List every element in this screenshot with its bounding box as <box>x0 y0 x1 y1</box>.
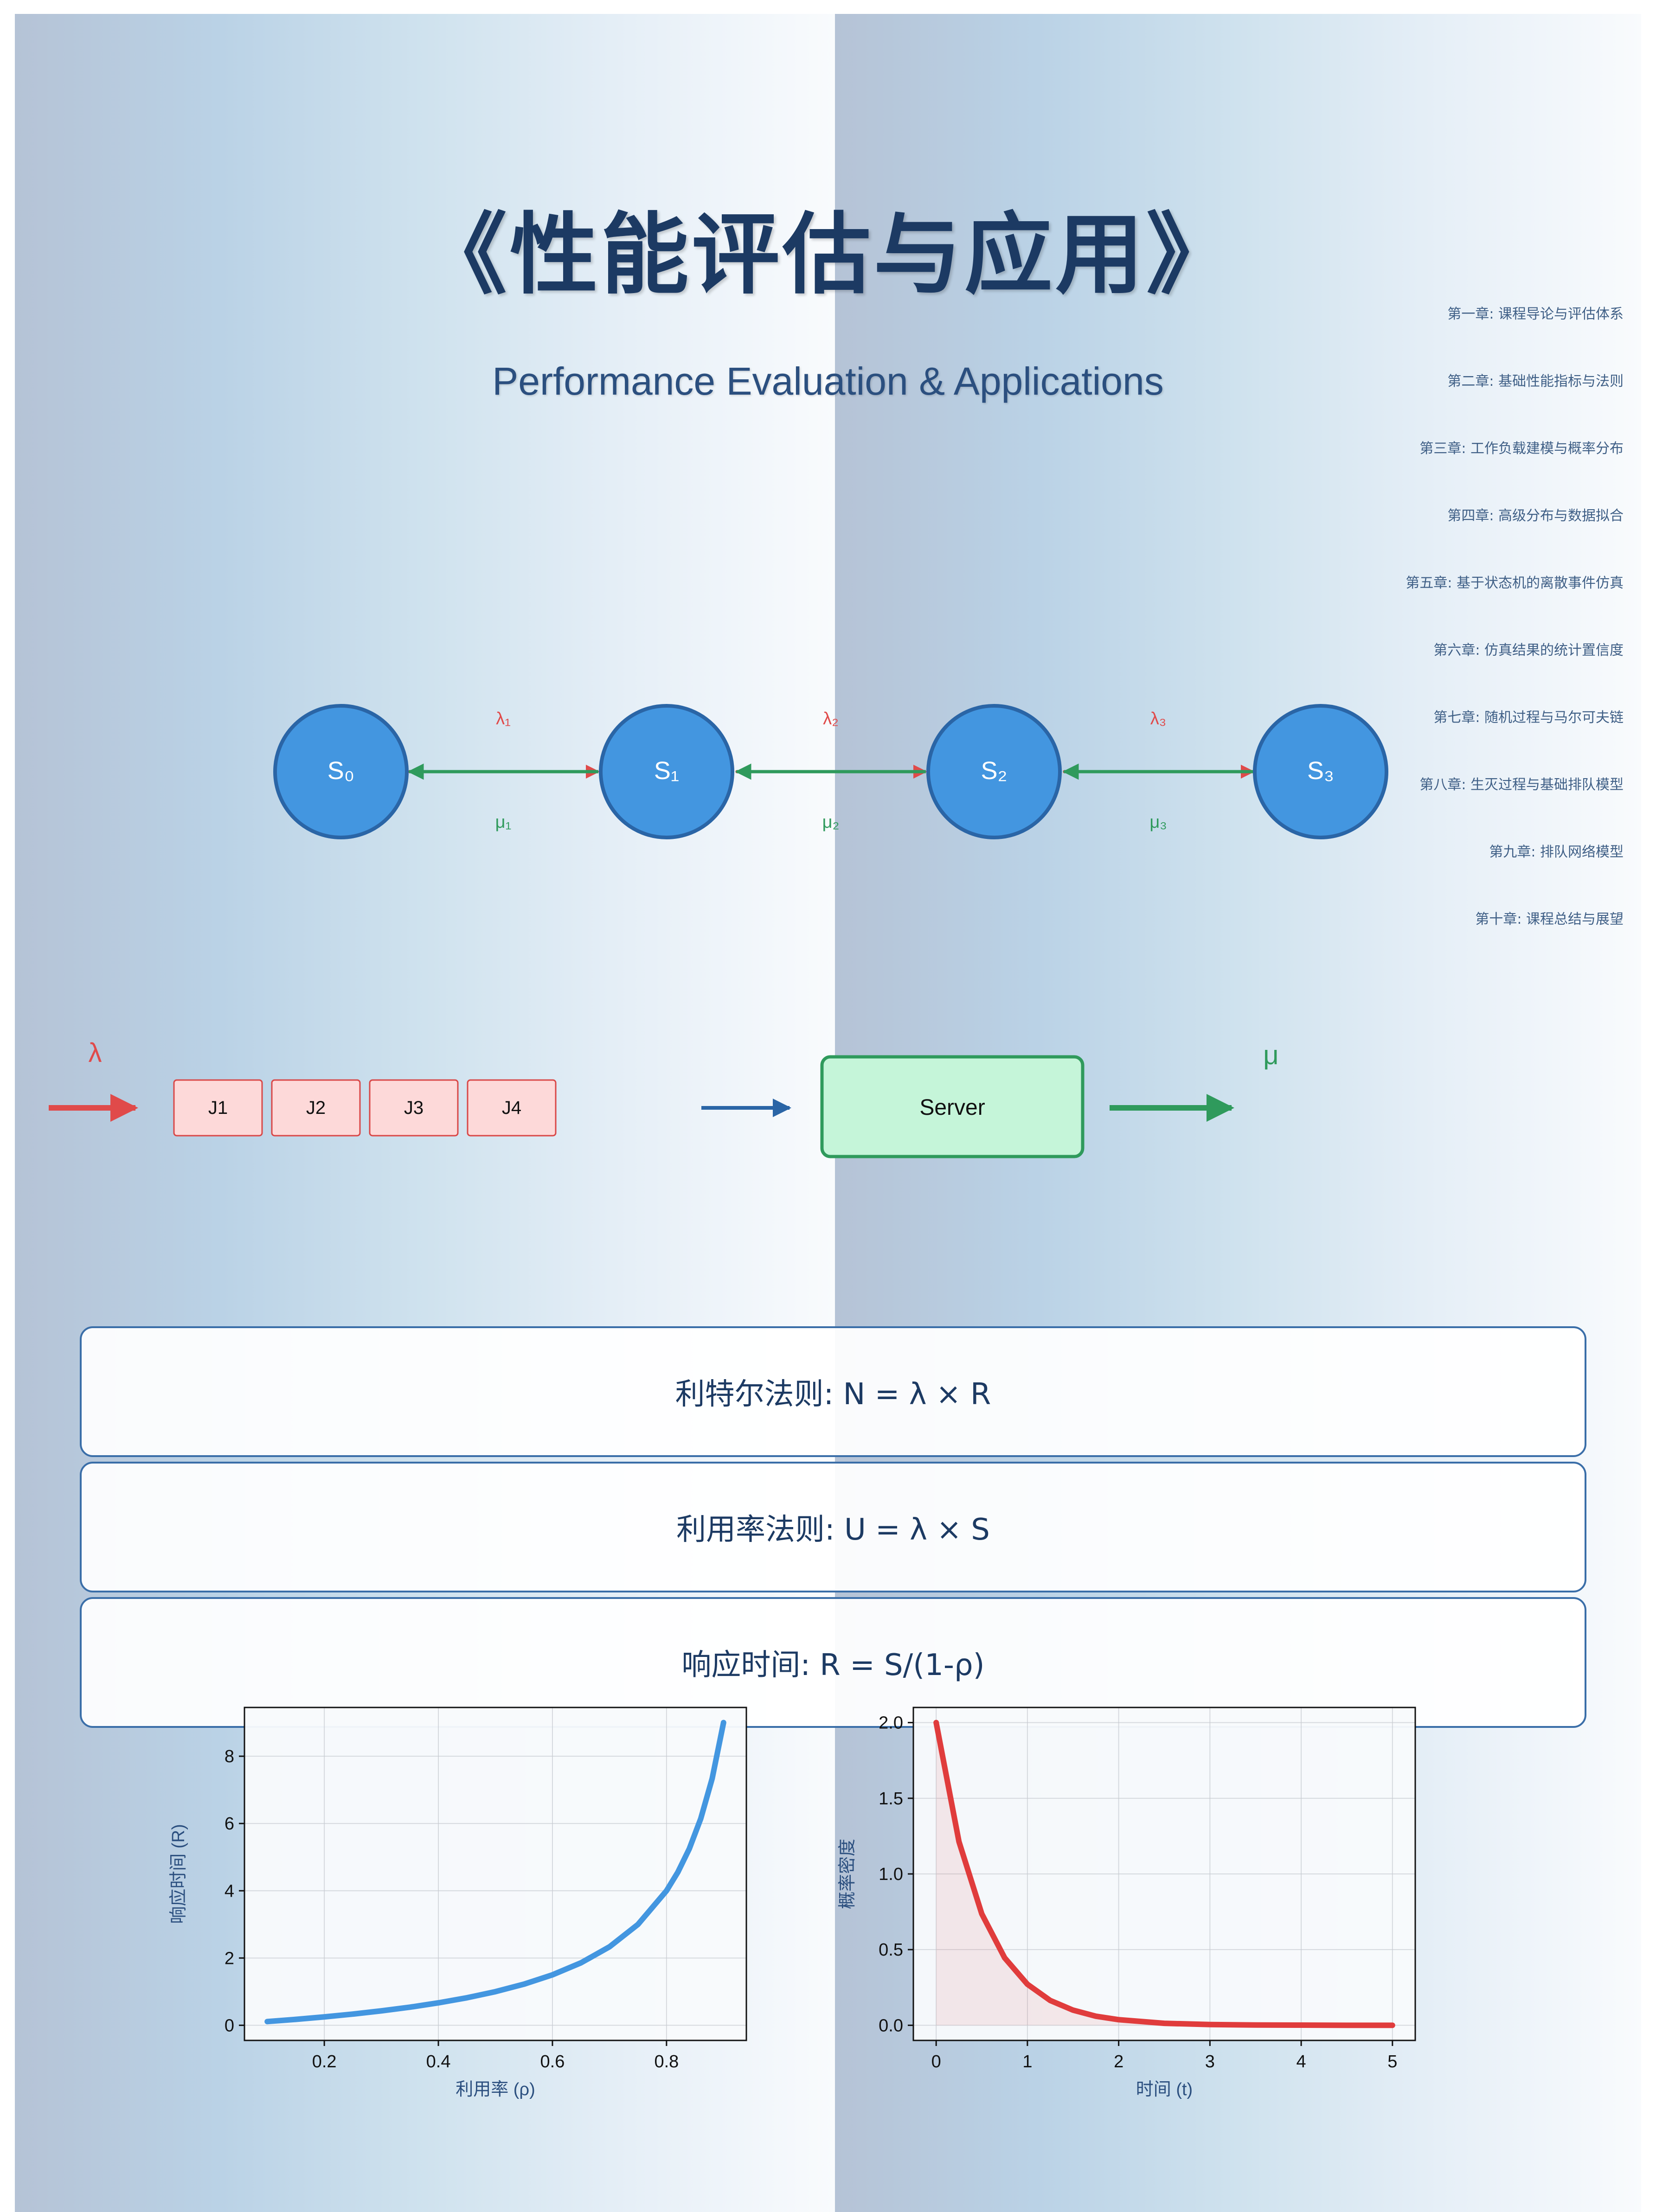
response-time-formula: 响应时间: R = S/(1-ρ) <box>681 1648 985 1682</box>
chapter-item-10: 第十章: 课程总结与展望 <box>1475 911 1624 927</box>
chapter-item-1: 第一章: 课程导论与评估体系 <box>1447 306 1624 322</box>
chapter-item-5: 第五章: 基于状态机的离散事件仿真 <box>1406 575 1624 591</box>
chapter-item-8: 第八章: 生灭过程与基础排队模型 <box>1419 777 1624 793</box>
utilization-law-formula: 利用率法则: U = λ × S <box>676 1513 990 1547</box>
response-time-box: 响应时间: R = S/(1-ρ) <box>80 1597 1586 1728</box>
little-law-box: 利特尔法则: N = λ × R <box>80 1326 1586 1457</box>
chapter-item-9: 第九章: 排队网络模型 <box>1489 844 1624 860</box>
chapter-list: 第一章: 课程导论与评估体系 第二章: 基础性能指标与法则 第三章: 工作负载建… <box>1299 0 1624 974</box>
utilization-law-box: 利用率法则: U = λ × S <box>80 1462 1586 1592</box>
chapter-item-2: 第二章: 基础性能指标与法则 <box>1447 373 1624 390</box>
background-left-panel <box>15 14 835 2212</box>
little-law-formula: 利特尔法则: N = λ × R <box>675 1377 991 1412</box>
chapter-item-3: 第三章: 工作负载建模与概率分布 <box>1419 441 1624 457</box>
chapter-item-7: 第七章: 随机过程与马尔可夫链 <box>1433 710 1624 726</box>
page-subtitle: Performance Evaluation & Applications <box>492 359 1164 403</box>
chapter-item-4: 第四章: 高级分布与数据拟合 <box>1447 508 1624 524</box>
chapter-item-6: 第六章: 仿真结果的统计置信度 <box>1433 642 1624 658</box>
page-title: 《性能评估与应用》 <box>418 204 1237 306</box>
